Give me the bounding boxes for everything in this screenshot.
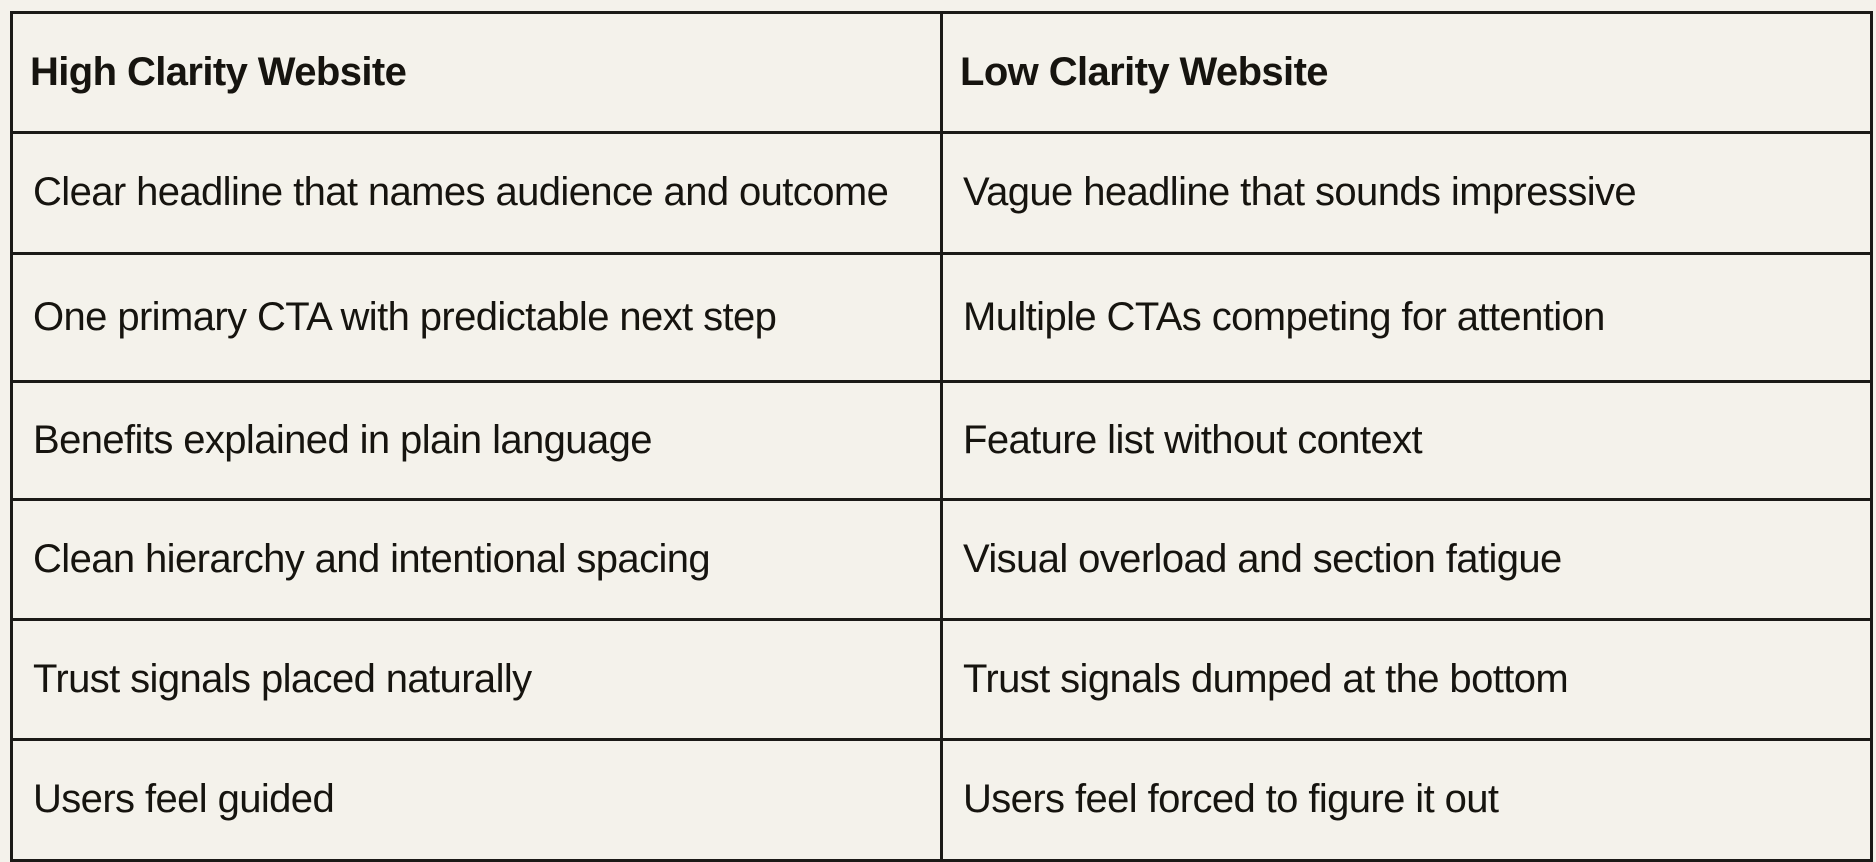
comparison-table: High Clarity Website Low Clarity Website… xyxy=(10,11,1873,862)
table-cell: Multiple CTAs competing for attention xyxy=(940,252,1873,383)
table-cell: Users feel forced to figure it out xyxy=(940,738,1873,862)
table-cell: Benefits explained in plain language xyxy=(10,380,943,501)
header-row: High Clarity Website Low Clarity Website xyxy=(10,11,1873,134)
table-cell: Feature list without context xyxy=(940,380,1873,501)
table-row: One primary CTA with predictable next st… xyxy=(10,252,1873,383)
table-cell: One primary CTA with predictable next st… xyxy=(10,252,943,383)
table-row: Trust signals placed naturally Trust sig… xyxy=(10,618,1873,741)
table-cell: Clear headline that names audience and o… xyxy=(10,131,943,255)
table-cell: Users feel guided xyxy=(10,738,943,862)
table-row: Users feel guided Users feel forced to f… xyxy=(10,738,1873,862)
header-cell-low-clarity: Low Clarity Website xyxy=(940,11,1873,134)
table-cell: Trust signals placed naturally xyxy=(10,618,943,741)
table-row: Benefits explained in plain language Fea… xyxy=(10,380,1873,501)
table-cell: Visual overload and section fatigue xyxy=(940,498,1873,621)
header-cell-high-clarity: High Clarity Website xyxy=(10,11,943,134)
clarity-comparison-table: High Clarity Website Low Clarity Website… xyxy=(10,11,1873,862)
table-row: Clean hierarchy and intentional spacing … xyxy=(10,498,1873,621)
table-cell: Trust signals dumped at the bottom xyxy=(940,618,1873,741)
table-row: Clear headline that names audience and o… xyxy=(10,131,1873,255)
table-cell: Clean hierarchy and intentional spacing xyxy=(10,498,943,621)
table-cell: Vague headline that sounds impressive xyxy=(940,131,1873,255)
